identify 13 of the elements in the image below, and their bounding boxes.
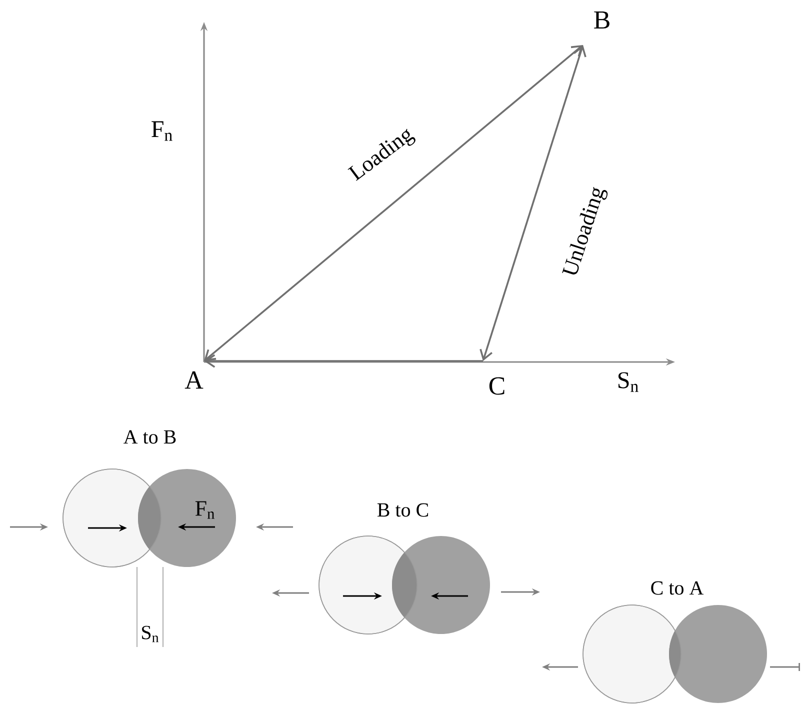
- point-label: A: [184, 371, 204, 389]
- axis-label: F$_{n}$: [152, 121, 172, 141]
- point-label: C: [489, 377, 504, 395]
- axis-label: S$_{n}$: [618, 372, 638, 392]
- force-label: F$_{n}$: [195, 501, 214, 519]
- stage-title: A to B: [124, 430, 176, 444]
- arrow: [204, 45, 584, 361]
- overlap-label: S$_{n}$: [142, 626, 159, 642]
- arrow: [204, 354, 483, 368]
- arrow: [480, 45, 586, 361]
- stage-title: B to C: [377, 503, 428, 517]
- point-label: B: [594, 11, 610, 29]
- stage-title: C to A: [651, 581, 704, 595]
